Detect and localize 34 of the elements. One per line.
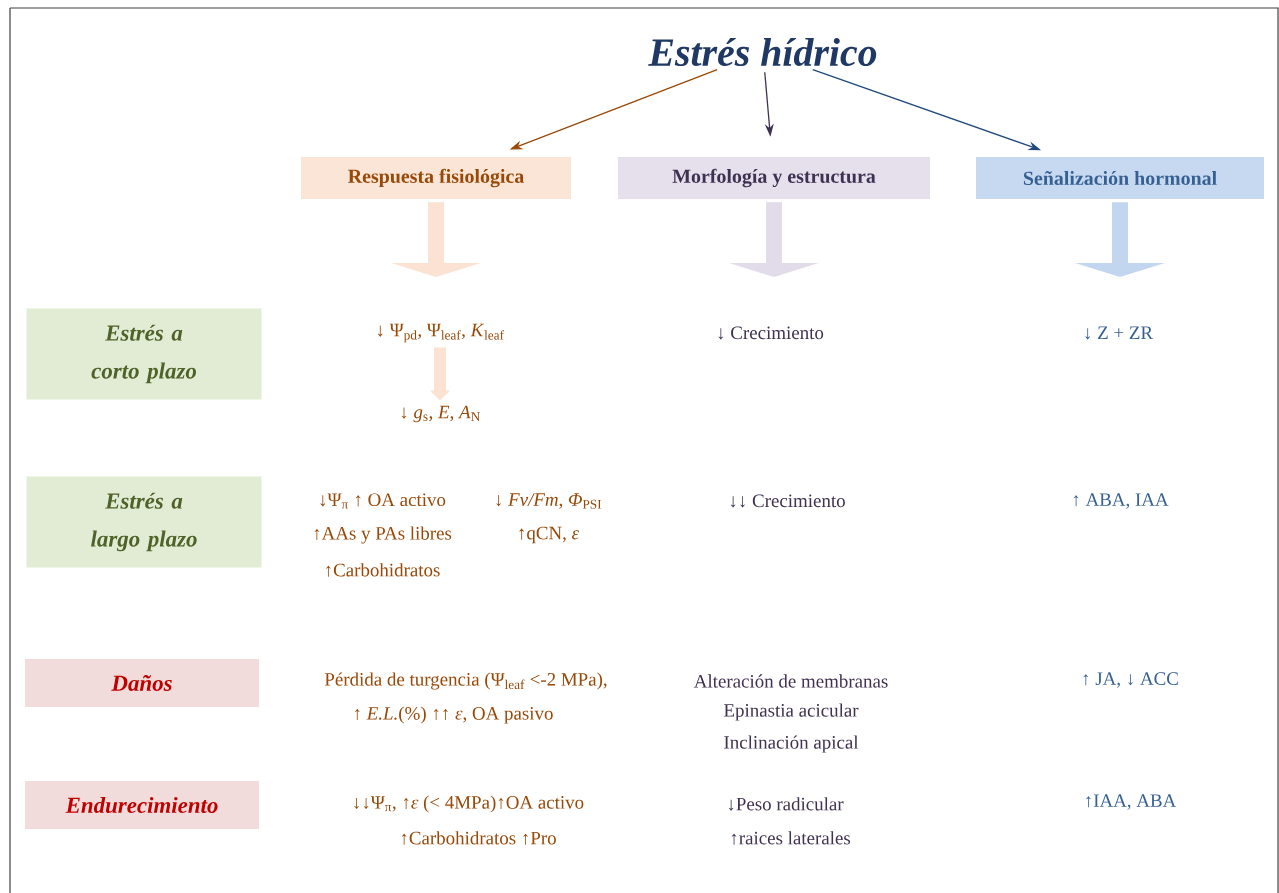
title-text: Estrés hídrico — [648, 37, 877, 67]
block-arrow — [729, 202, 819, 277]
cell-text: ↓ Fv/Fm, Φ$_{PSI}$ — [496, 493, 602, 509]
category-box: Señalización hormonal — [976, 157, 1264, 199]
cell-text: ↑IAA, ABA — [1086, 794, 1177, 810]
cell-text: ↓ Ψ$_{pd}$, Ψ$_{leaf}$, K$_{leaf}$ — [378, 323, 504, 343]
row-header-box: Estrés a corto plazo — [26, 308, 262, 400]
cell-text: ↑Carbohidratos ↑Pro — [401, 831, 556, 845]
cell-text: ↑ ABA, IAA — [1073, 493, 1169, 509]
cell-text: ↓Peso radicular — [728, 797, 844, 811]
row-header-box: Daños — [25, 659, 259, 707]
block-arrow — [430, 347, 450, 401]
cell-text: ↑raices laterales — [731, 831, 851, 845]
cell-text: ↑ JA, ↓ ACC — [1083, 672, 1178, 688]
block-arrow — [1075, 202, 1165, 277]
cell-text: ↑Carbohidratos — [326, 563, 440, 577]
cell-text: Alteración de membranas — [693, 674, 888, 688]
cell-text: ↓ Z + ZR — [1085, 326, 1153, 340]
cell-text: Pérdida de turgencia (Ψ$_{leaf}$ <-2 MPa), — [324, 672, 607, 690]
cell-text: ↑AAs y PAs libres — [314, 526, 452, 544]
cell-text: ↑ E.L.(%) ↑↑ ε, OA pasivo — [355, 706, 553, 724]
category-box: Respuesta fisiológica — [301, 157, 571, 199]
cell-text: ↓Ψ$_{π}$ ↑ OA activo — [320, 493, 446, 509]
row-header-box: Estrés a largo plazo — [26, 476, 262, 568]
cell-text: ↓↓ Crecimiento — [730, 494, 845, 508]
cell-text: ↓ g$_{s}$, E, A$_{N}$ — [401, 405, 480, 423]
cell-text: Epinastia acicular — [724, 703, 859, 721]
block-arrow — [391, 202, 481, 277]
category-box: Morfología y estructura — [618, 157, 930, 199]
cell-text: ↓ Crecimiento — [718, 326, 824, 340]
row-header-box: Endurecimiento — [25, 781, 259, 829]
cell-text: Inclinación apical — [724, 735, 859, 753]
cell-text: ↓↓Ψ$_{π}$, ↑ε (< 4MPa)↑OA activo — [354, 795, 584, 813]
cell-text: ↑qCN, ε — [519, 526, 580, 544]
